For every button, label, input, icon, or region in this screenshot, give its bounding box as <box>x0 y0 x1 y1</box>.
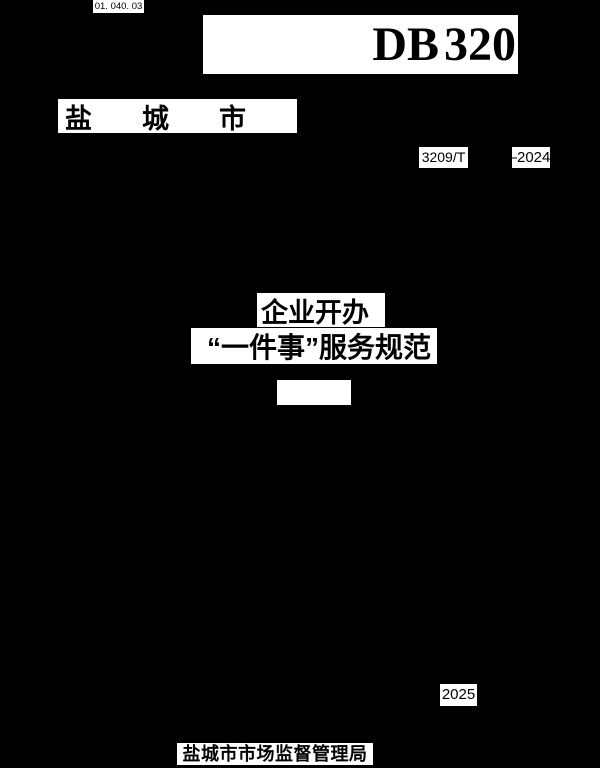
standard-number-dash-fragment: — <box>512 149 517 166</box>
standard-number-year: 2024 <box>517 149 550 166</box>
blank-patch <box>277 380 351 405</box>
issue-year: 2025 <box>440 684 477 706</box>
db-region-code: 320 <box>444 18 516 71</box>
db-code-banner: DB 320 <box>203 15 518 74</box>
publisher-name: 盐城市市场监督管理局 <box>177 743 373 765</box>
city-char-2: 城 <box>142 103 169 134</box>
document-title-line2: “一件事”服务规范 <box>191 328 437 364</box>
db-prefix: DB <box>372 18 439 71</box>
city-char-1: 盐 <box>65 103 92 134</box>
standard-number-prefix: 3209/T <box>419 147 468 168</box>
standard-number-year-box: — 2024 <box>512 147 550 168</box>
city-name: 盐 城 市 <box>58 99 297 133</box>
document-title-line1: 企业开办 <box>257 293 385 328</box>
city-char-3: 市 <box>219 103 246 134</box>
ics-code: 01. 040. 03 <box>93 0 144 13</box>
